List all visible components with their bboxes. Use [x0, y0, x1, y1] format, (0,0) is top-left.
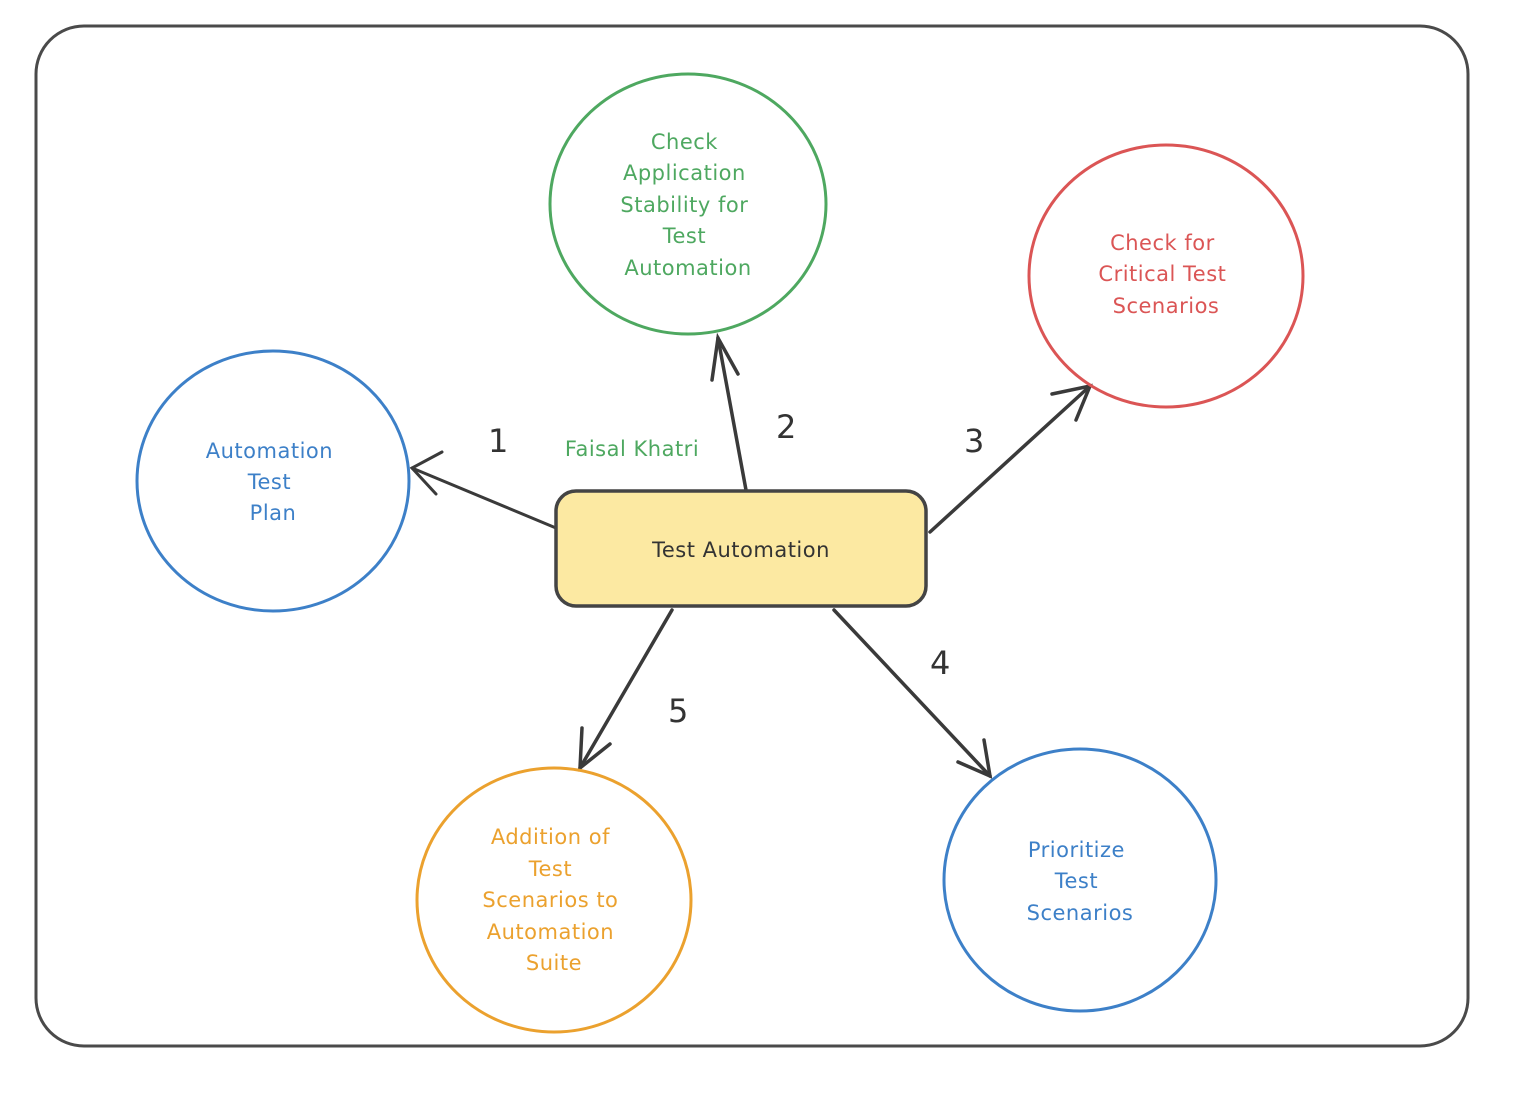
- svg-text:Automation Test Pl: Automation Test Plan: [206, 439, 341, 525]
- arrow-3: [928, 383, 1093, 534]
- node-check-application-stability[interactable]: Check Application Stability for Test Aut…: [548, 72, 828, 336]
- svg-text:Prioritize Test Sc: Prioritize Test Scenarios: [1027, 838, 1134, 925]
- node-label-line: Automation: [487, 920, 614, 944]
- node-label-line: Suite: [526, 951, 582, 975]
- node-label-line: Application: [623, 161, 746, 185]
- arrow-1: [409, 450, 558, 530]
- node-check-critical-scenarios[interactable]: Check for Critical Test Scenarios: [1027, 143, 1305, 409]
- node-label-line: Plan: [250, 501, 297, 525]
- node-label-line: Automation: [206, 439, 333, 463]
- node-label-line: Check: [651, 130, 718, 154]
- node-automation-test-plan[interactable]: Automation Test Plan: [135, 349, 411, 613]
- step-number-2: 2: [776, 408, 796, 446]
- node-prioritize-test-scenarios[interactable]: Prioritize Test Scenarios: [942, 747, 1218, 1013]
- author-label: Faisal Khatri: [565, 437, 699, 461]
- center-node-label: Test Automation: [651, 538, 830, 562]
- center-node[interactable]: Test Automation: [554, 489, 928, 608]
- node-label-line: Automation: [624, 256, 751, 280]
- node-label-line: Test: [662, 224, 706, 248]
- svg-text:Addition of Test S: Addition of Test Scenarios to Automation…: [482, 825, 625, 975]
- frame: [34, 24, 1470, 1048]
- step-number-5: 5: [668, 692, 688, 730]
- node-label-line: Test: [247, 470, 291, 494]
- step-number-4: 4: [930, 644, 950, 682]
- step-number-1: 1: [488, 422, 508, 460]
- svg-text:Check Application: Check Application Stability for Test Aut…: [620, 130, 755, 280]
- node-label-line: Critical Test: [1098, 262, 1226, 286]
- node-label-line: Test: [528, 857, 572, 881]
- node-label-line: Stability for: [620, 193, 748, 217]
- arrow-2: [710, 332, 748, 492]
- node-label-line: Scenarios: [1027, 901, 1134, 925]
- arrow-4: [832, 608, 993, 779]
- node-label-line: Check for: [1110, 231, 1215, 255]
- node-label-line: Scenarios to: [482, 888, 618, 912]
- node-label-line: Test: [1054, 869, 1098, 893]
- node-label-line: Prioritize: [1028, 838, 1125, 862]
- node-label-line: Scenarios: [1113, 294, 1220, 318]
- arrow-5: [578, 608, 674, 772]
- node-addition-to-suite[interactable]: Addition of Test Scenarios to Automation…: [415, 766, 693, 1034]
- step-number-3: 3: [964, 422, 984, 460]
- svg-text:Check for Critical Test: Check for Critical Test Scenarios: [1098, 231, 1233, 318]
- node-label-line: Addition of: [491, 825, 610, 849]
